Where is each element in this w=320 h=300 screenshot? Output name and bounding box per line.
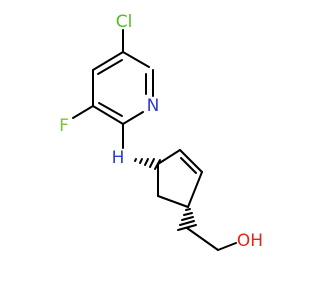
bond-f	[72, 105, 94, 119]
bond-ch2-o	[186, 227, 219, 251]
bond-c1p-c2p	[157, 149, 181, 165]
hashed-wedge-nh	[134, 158, 161, 170]
bond-c2p-c3p	[179, 149, 203, 173]
fluorine-label: F	[59, 116, 69, 136]
molecule-diagram: Cl F N H OH	[59, 12, 263, 251]
bond-c3-c2	[92, 51, 124, 71]
cyclopentene-ring	[157, 149, 203, 208]
hashed-wedge-ch2	[177, 208, 197, 231]
bond-o-tail	[217, 242, 237, 251]
hydroxyl-label: OH	[237, 231, 263, 251]
pyridine-ring	[92, 51, 154, 125]
chlorine-label: Cl	[116, 12, 133, 32]
ring-nitrogen-label: N	[147, 96, 160, 116]
bond-c3-c4	[122, 51, 150, 68]
bond-c4p-c5p	[157, 195, 189, 208]
amine-label: H	[112, 148, 125, 168]
bond-c6-n	[122, 111, 144, 125]
bond-c3-c2-inner	[97, 59, 123, 75]
bond-c2p-c3p-inner	[180, 157, 197, 174]
structure-canvas: Cl F N H OH	[59, 12, 264, 251]
bond-c1-c6	[92, 105, 124, 125]
bond-c1-c6-inner	[98, 102, 123, 117]
bond-c3p-c4p	[187, 171, 203, 208]
